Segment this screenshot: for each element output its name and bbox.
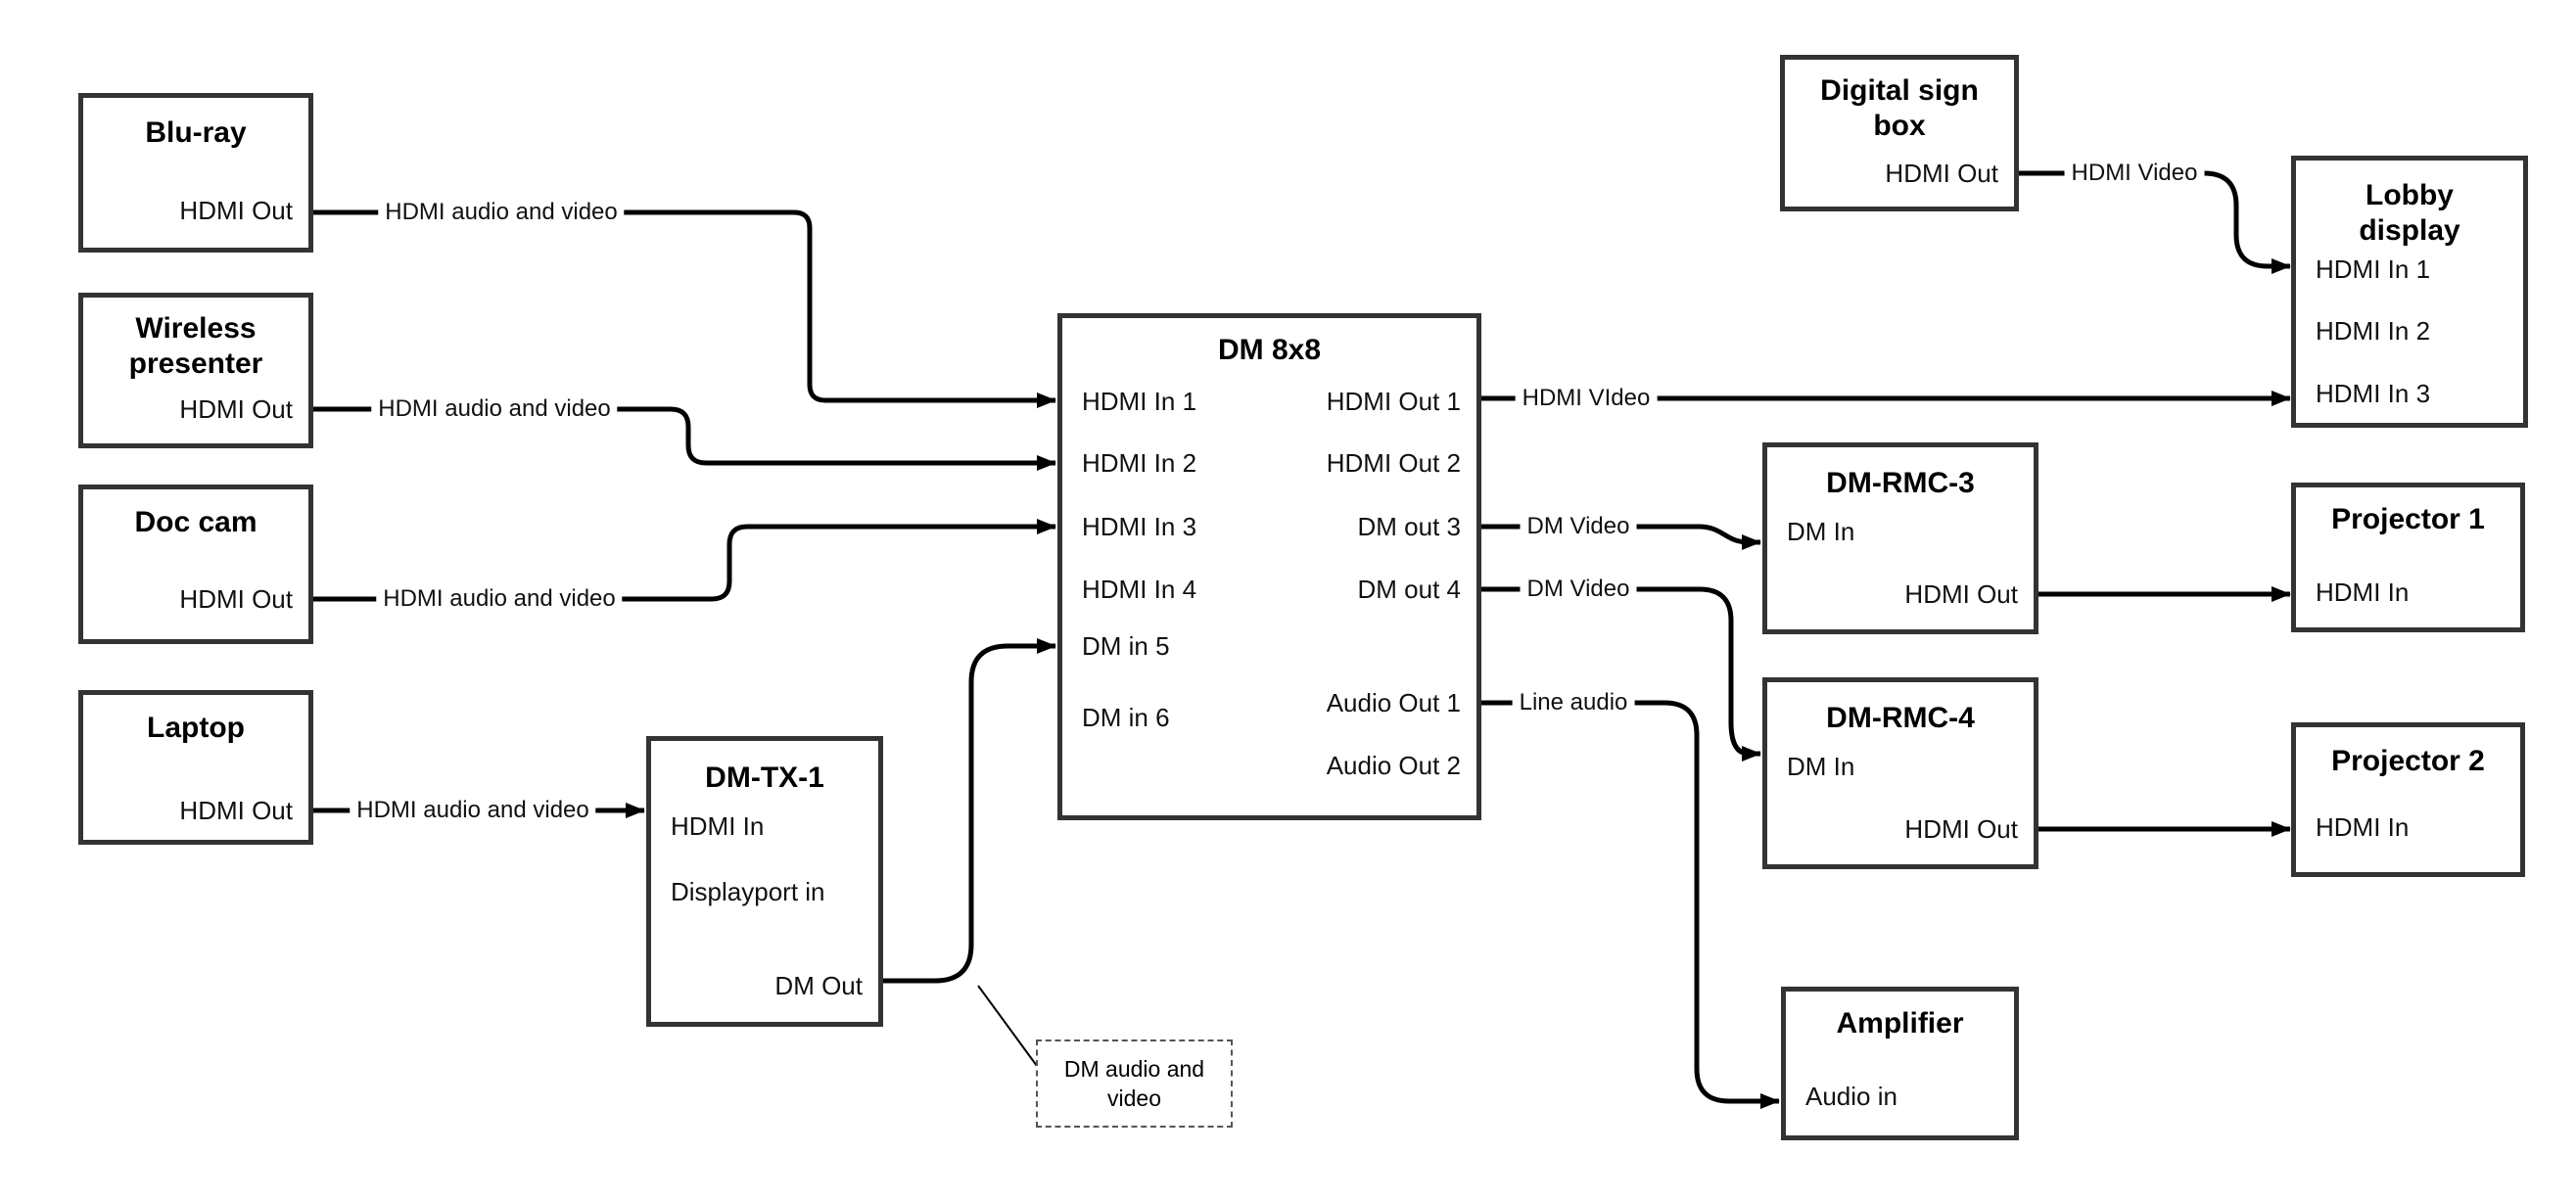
node-dm8x8: DM 8x8 HDMI In 1 HDMI In 2 HDMI In 3 HDM…	[1057, 313, 1481, 820]
dm8x8-port-hdmi-in-2: HDMI In 2	[1082, 448, 1197, 478]
node-dmtx1-title: DM-TX-1	[705, 762, 824, 794]
wire-label-laptop: HDMI audio and video	[350, 797, 596, 824]
node-digital-sign: Digital sign box HDMI Out	[1780, 55, 2019, 211]
node-projector1-title: Projector 1	[2331, 503, 2485, 535]
dm8x8-port-dm-out-4: DM out 4	[1357, 575, 1462, 604]
wire-label-dm-out3: DM Video	[1520, 513, 1637, 540]
dm8x8-port-audio-out-1: Audio Out 1	[1326, 688, 1461, 717]
rmc3-port-hdmi-out: HDMI Out	[1904, 579, 2018, 609]
node-wireless-presenter: Wireless presenter HDMI Out	[78, 293, 313, 448]
node-laptop: Laptop HDMI Out	[78, 690, 313, 845]
dm8x8-port-dm-in-6: DM in 6	[1082, 703, 1170, 732]
wire-bluray-to-dm8x8-in1	[313, 209, 1056, 408]
wire-label-digital-sign: HDMI Video	[2064, 160, 2205, 187]
wire-label-wireless: HDMI audio and video	[371, 395, 618, 423]
wire-dm8x8-audio1-to-amplifier	[1481, 700, 1780, 1109]
digital-sign-port-hdmi-out: HDMI Out	[1885, 159, 1998, 188]
node-dmtx1: DM-TX-1 HDMI In Displayport in DM Out	[646, 736, 883, 1027]
node-rmc3-title: DM-RMC-3	[1826, 467, 1975, 499]
wire-dm8x8-out3-to-rmc3	[1481, 524, 1761, 550]
projector1-port-hdmi-in: HDMI In	[2316, 577, 2410, 607]
node-amplifier-title: Amplifier	[1836, 1007, 1964, 1039]
wire-label-audio-out1: Line audio	[1512, 689, 1635, 716]
rmc4-port-dm-in: DM In	[1787, 752, 1855, 781]
rmc3-port-dm-in: DM In	[1787, 517, 1855, 546]
wire-digitalsign-to-lobby-in1	[2019, 170, 2291, 274]
node-lobby-title: Lobby display	[2359, 179, 2460, 247]
dm8x8-port-dm-in-5: DM in 5	[1082, 631, 1170, 661]
dmtx1-port-hdmi-in: HDMI In	[671, 811, 765, 841]
doccam-port-hdmi-out: HDMI Out	[179, 584, 293, 614]
wire-dm8x8-out4-to-rmc4	[1481, 586, 1761, 762]
node-projector1: Projector 1 HDMI In	[2291, 483, 2525, 632]
dm8x8-port-audio-out-2: Audio Out 2	[1326, 751, 1461, 780]
bluray-port-hdmi-out: HDMI Out	[179, 196, 293, 225]
node-doccam-title: Doc cam	[134, 506, 258, 538]
node-wireless-title: Wireless presenter	[128, 312, 263, 380]
wire-dmtx1-to-dm8x8-in5	[883, 638, 1056, 984]
node-laptop-title: Laptop	[147, 712, 245, 744]
node-rmc4-title: DM-RMC-4	[1826, 702, 1975, 734]
dm8x8-port-hdmi-in-1: HDMI In 1	[1082, 387, 1197, 416]
node-projector2-title: Projector 2	[2331, 745, 2485, 777]
wire-label-dm-out4: DM Video	[1520, 576, 1637, 603]
laptop-port-hdmi-out: HDMI Out	[179, 796, 293, 825]
node-dm8x8-title: DM 8x8	[1217, 334, 1322, 366]
node-rmc4: DM-RMC-4 DM In HDMI Out	[1762, 677, 2038, 869]
wire-label-doccam: HDMI audio and video	[376, 585, 623, 613]
node-bluray-title: Blu-ray	[145, 116, 247, 149]
lobby-port-hdmi-in-2: HDMI In 2	[2316, 316, 2431, 346]
node-amplifier: Amplifier Audio in	[1781, 987, 2019, 1140]
dm8x8-port-dm-out-3: DM out 3	[1357, 512, 1462, 541]
wireless-port-hdmi-out: HDMI Out	[179, 394, 293, 424]
node-bluray: Blu-ray HDMI Out	[78, 93, 313, 253]
node-doccam: Doc cam HDMI Out	[78, 485, 313, 644]
dm8x8-port-hdmi-out-2: HDMI Out 2	[1326, 448, 1461, 478]
dmtx1-port-dm-out: DM Out	[774, 971, 863, 1000]
lobby-port-hdmi-in-1: HDMI In 1	[2316, 254, 2431, 284]
node-rmc3: DM-RMC-3 DM In HDMI Out	[1762, 442, 2038, 634]
projector2-port-hdmi-in: HDMI In	[2316, 812, 2410, 842]
lobby-port-hdmi-in-3: HDMI In 3	[2316, 379, 2431, 408]
node-lobby-display: Lobby display HDMI In 1 HDMI In 2 HDMI I…	[2291, 156, 2528, 428]
wire-label-hdmi-out1: HDMI VIdeo	[1515, 385, 1658, 412]
wire-wireless-to-dm8x8-in2	[313, 406, 1056, 471]
wire-doccam-to-dm8x8-in3	[313, 519, 1056, 602]
annotation-dm-audio-video: DM audio and video	[1036, 1039, 1233, 1128]
dmtx1-port-displayport-in: Displayport in	[671, 877, 825, 906]
amplifier-port-audio-in: Audio in	[1805, 1082, 1897, 1111]
dm8x8-port-hdmi-in-4: HDMI In 4	[1082, 575, 1197, 604]
node-projector2: Projector 2 HDMI In	[2291, 722, 2525, 877]
node-digital-sign-title: Digital sign box	[1820, 74, 1979, 142]
wire-label-bluray: HDMI audio and video	[378, 199, 625, 226]
dm8x8-port-hdmi-out-1: HDMI Out 1	[1326, 387, 1461, 416]
rmc4-port-hdmi-out: HDMI Out	[1904, 814, 2018, 844]
dm8x8-port-hdmi-in-3: HDMI In 3	[1082, 512, 1197, 541]
annotation-leader-line	[977, 985, 1038, 1067]
